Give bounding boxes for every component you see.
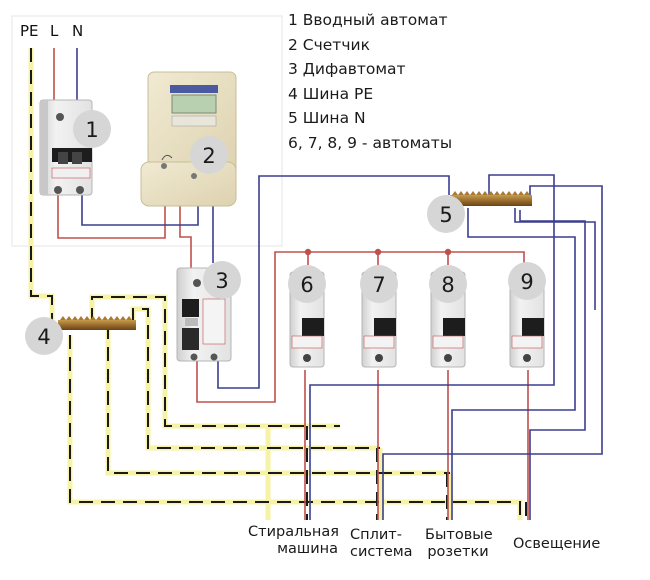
consumer-line1: Бытовые xyxy=(425,527,493,543)
badge-7: 7 xyxy=(360,265,398,303)
legend-item-2: 2 Счетчик xyxy=(288,35,370,54)
consumer-line2: система xyxy=(350,544,413,560)
consumer-washing-machine: Стиральная машина xyxy=(248,524,339,558)
badge-6-label: 6 xyxy=(300,273,313,297)
legend-item-4: 4 Шина PE xyxy=(288,84,374,103)
legend-item-6: 6, 7, 8, 9 - автоматы xyxy=(288,133,453,152)
wire-label-pe: PE xyxy=(20,22,39,40)
enclosure-outline xyxy=(11,15,283,247)
wire-label-n: N xyxy=(72,22,84,40)
phase-junctions xyxy=(304,248,452,256)
badge-1-label: 1 xyxy=(85,118,98,142)
n-bus xyxy=(450,191,532,206)
phase-wiring xyxy=(53,48,529,520)
consumer-line1: Освещение xyxy=(513,536,601,552)
legend-item-5: 5 Шина N xyxy=(288,109,366,127)
badge-7-label: 7 xyxy=(372,273,385,297)
consumer-sockets: Бытовые розетки xyxy=(425,527,493,561)
pe-wiring xyxy=(28,48,527,520)
badge-2-label: 2 xyxy=(202,144,215,168)
badge-6: 6 xyxy=(288,265,326,303)
badge-9: 9 xyxy=(508,262,546,300)
wire-label-l: L xyxy=(50,22,59,40)
badge-2: 2 xyxy=(190,136,228,174)
consumer-line2: машина xyxy=(277,541,338,557)
badge-3-label: 3 xyxy=(215,269,228,293)
badge-8-label: 8 xyxy=(441,273,454,297)
consumer-split-system: Сплит- система xyxy=(350,527,413,561)
consumer-line1: Сплит- xyxy=(350,527,402,543)
neutral-wiring xyxy=(76,48,603,520)
legend: 1 Вводный автомат 2 Счетчик 3 Дифавтомат… xyxy=(288,8,452,155)
badge-9-label: 9 xyxy=(520,270,533,294)
electricity-meter xyxy=(140,71,237,207)
badge-5: 5 xyxy=(427,195,465,233)
badge-1: 1 xyxy=(73,110,111,148)
badge-5-label: 5 xyxy=(439,203,452,227)
legend-item-1: 1 Вводный автомат xyxy=(288,11,448,29)
consumer-lighting: Освещение xyxy=(513,536,600,553)
pe-bus xyxy=(58,316,136,330)
badge-8: 8 xyxy=(429,265,467,303)
legend-item-3: 3 Дифавтомат xyxy=(288,60,406,78)
consumer-line2: розетки xyxy=(427,544,489,560)
consumer-line1: Стиральная xyxy=(248,524,339,540)
badge-3: 3 xyxy=(203,261,241,299)
badge-4-label: 4 xyxy=(37,325,50,349)
badge-4: 4 xyxy=(25,317,63,355)
